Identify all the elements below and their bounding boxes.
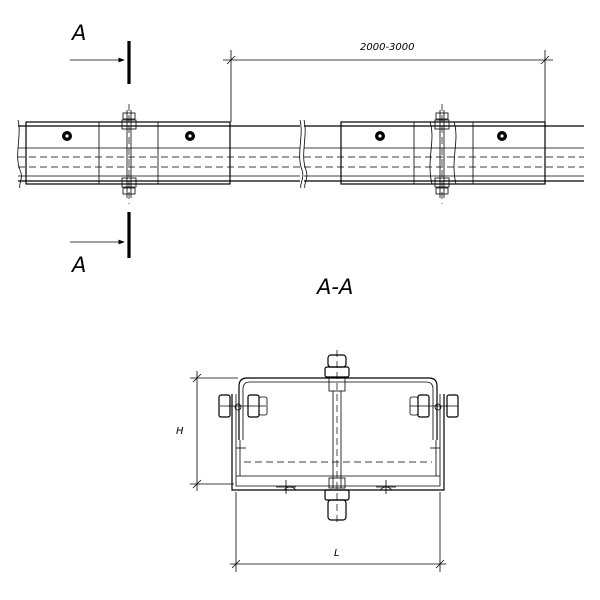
cable-tray-left xyxy=(17,119,304,189)
side-bolt-left xyxy=(218,394,268,418)
section-title: A-A xyxy=(315,275,353,299)
dimension-joint-spacing-label: 2000-3000 xyxy=(360,42,415,53)
section-letter-top: A xyxy=(70,21,86,45)
dimension-joint-spacing xyxy=(223,50,553,122)
side-bolt-right xyxy=(409,394,459,418)
through-bolt-right xyxy=(434,104,450,204)
section-letter-bottom: A xyxy=(70,253,86,277)
dimension-length-label: L xyxy=(334,548,340,559)
connector-plate-right xyxy=(340,121,546,185)
through-bolt-left xyxy=(121,104,137,204)
elevation-view: A A 2000-3000 xyxy=(17,21,584,277)
cross-section-view: H L xyxy=(176,350,459,572)
center-bolt xyxy=(324,350,350,525)
dimension-height-label: H xyxy=(176,426,184,437)
dimension-height xyxy=(190,371,238,491)
connector-plate-left xyxy=(25,121,231,185)
connector-bracket xyxy=(236,377,440,491)
section-cut-marker xyxy=(70,41,131,258)
dimension-length xyxy=(230,492,446,572)
center-marks xyxy=(276,480,396,494)
